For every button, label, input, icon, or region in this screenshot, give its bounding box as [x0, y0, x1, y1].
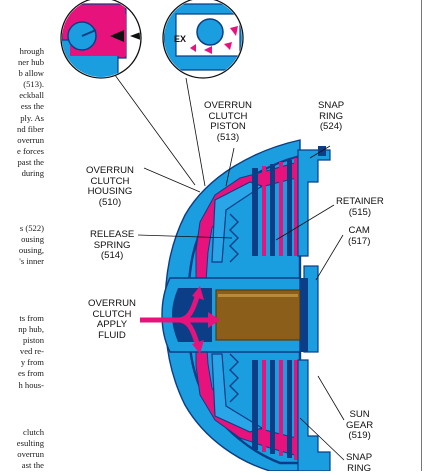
sun-gear-519 — [215, 289, 301, 341]
fluid-flow-arrow-icon — [140, 286, 220, 354]
piston-bottom — [211, 353, 264, 433]
piston-top — [211, 181, 264, 263]
body-text-block-2: s (522)ousing ousing,'s inner — [18, 223, 44, 267]
page-edge-rule — [421, 0, 422, 471]
checkball-exhaust-icon — [162, 0, 244, 79]
clutch-plates-top — [252, 158, 298, 256]
exhaust-tag: EX — [174, 34, 187, 44]
leader-detail-right — [185, 77, 206, 187]
retainer-top — [297, 149, 331, 257]
retainer-bottom — [297, 359, 331, 471]
leader-detail-left — [103, 59, 196, 186]
release-spring-top — [229, 213, 239, 263]
checkball-applied-icon — [60, 0, 142, 79]
label-retainer: RETAINER(515) — [336, 196, 384, 218]
clutch-plates-bottom — [252, 360, 298, 460]
label-cam: CAM(517) — [348, 225, 371, 247]
release-spring-bottom — [229, 353, 239, 403]
